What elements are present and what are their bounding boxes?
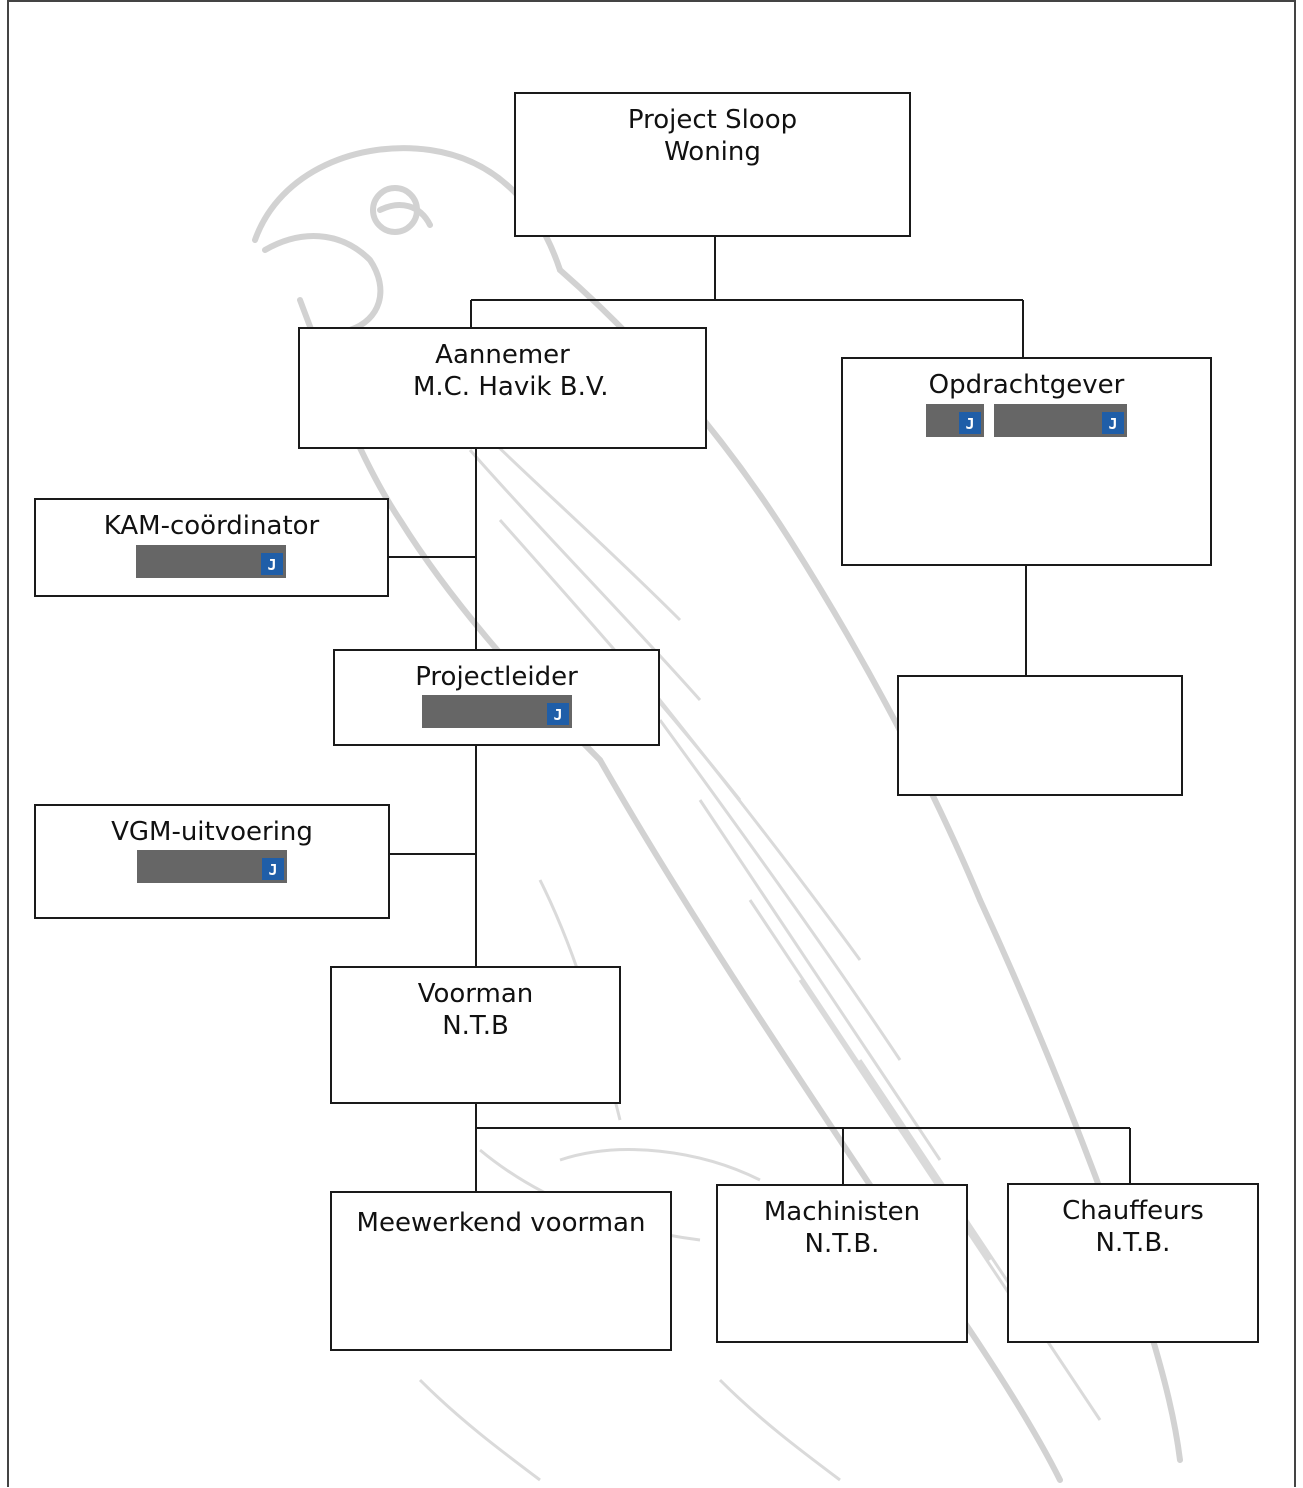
redacted-name-block: J: [994, 404, 1127, 437]
node-aannemer-subtitle: M.C. Havik B.V.: [396, 372, 609, 402]
redacted-name-block: J: [137, 850, 287, 883]
node-opdrachtgever-sub: [897, 675, 1183, 796]
node-voorman-title: Voorman: [417, 979, 534, 1009]
node-opdrachtgever-title: Opdrachtgever: [928, 370, 1125, 400]
node-vgm-title: VGM-uitvoering: [111, 817, 313, 847]
node-machinisten-title: Machinisten: [763, 1197, 921, 1227]
node-project: Project Sloop Woning: [514, 92, 911, 237]
j-badge-icon: J: [1102, 412, 1124, 434]
node-chauffeurs-title: Chauffeurs: [1062, 1196, 1204, 1226]
node-kam: KAM-coördinator J: [34, 498, 389, 597]
node-meewerkend-title: Meewerkend voorman: [356, 1208, 646, 1238]
node-kam-title: KAM-coördinator: [103, 511, 320, 541]
node-meewerkend: Meewerkend voorman: [330, 1191, 672, 1351]
node-aannemer: Aannemer M.C. Havik B.V.: [298, 327, 707, 449]
redacted-name-block: J: [422, 695, 572, 728]
node-machinisten-subtitle: N.T.B.: [804, 1229, 880, 1259]
redacted-name-block: J: [136, 545, 286, 578]
node-machinisten: Machinisten N.T.B.: [716, 1184, 968, 1343]
node-projectleider: Projectleider J: [333, 649, 660, 746]
node-chauffeurs: Chauffeurs N.T.B.: [1007, 1183, 1259, 1343]
node-voorman: Voorman N.T.B: [330, 966, 621, 1104]
node-project-title: Project Sloop: [627, 105, 798, 135]
node-vgm: VGM-uitvoering J: [34, 804, 390, 919]
node-opdrachtgever: Opdrachtgever J J: [841, 357, 1212, 566]
redacted-name-block: J: [926, 404, 984, 437]
j-badge-icon: J: [547, 703, 569, 725]
j-badge-icon: J: [262, 858, 284, 880]
node-project-subtitle: Woning: [664, 137, 761, 167]
node-chauffeurs-subtitle: N.T.B.: [1095, 1228, 1171, 1258]
j-badge-icon: J: [261, 553, 283, 575]
node-projectleider-title: Projectleider: [415, 662, 578, 692]
node-aannemer-title: Aannemer: [435, 340, 570, 370]
j-badge-icon: J: [959, 412, 981, 434]
page-frame: [7, 0, 1296, 1487]
node-voorman-subtitle: N.T.B: [442, 1011, 509, 1041]
